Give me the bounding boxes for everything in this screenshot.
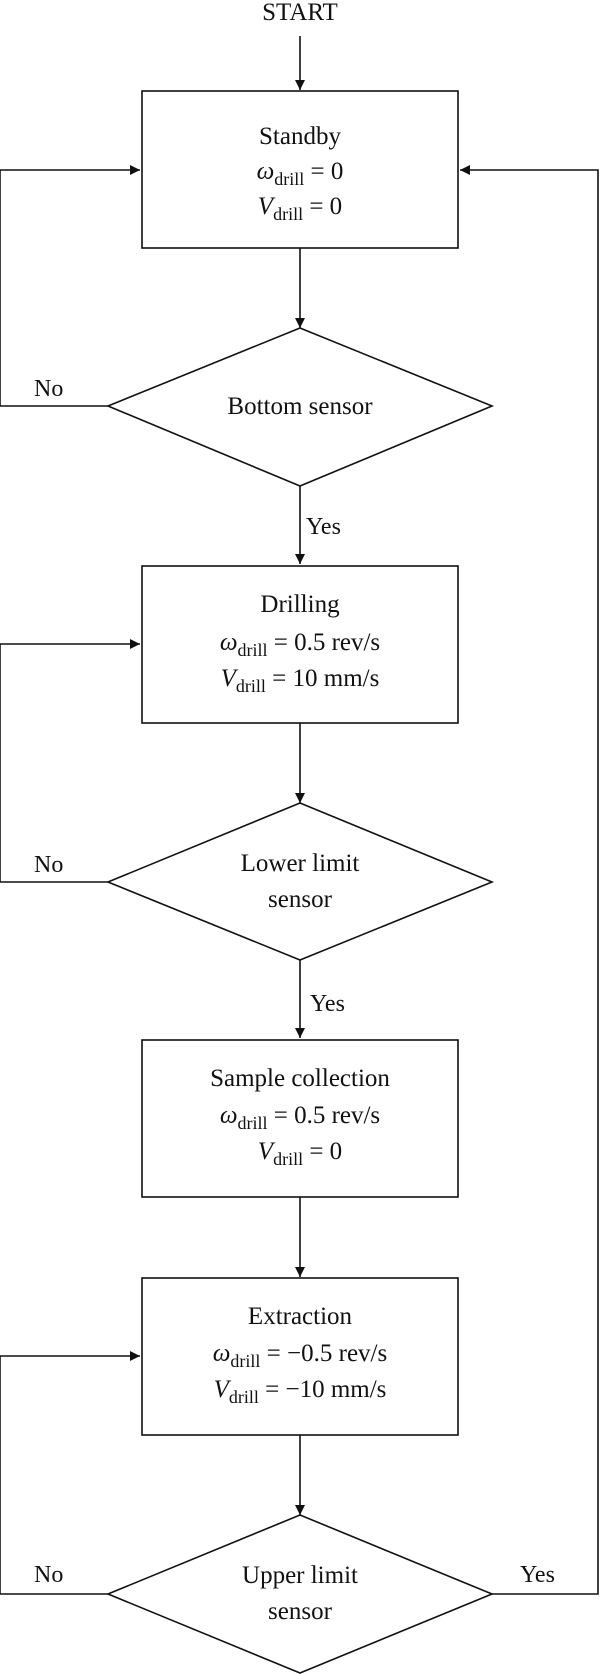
upper-limit-sensor-yes-label: Yes [520,1562,555,1588]
standby-velocity-equation: Vdrill = 0 [258,193,342,224]
upper-limit-no-loop-arrow [0,1351,140,1595]
standby-omega-equation: ωdrill = 0 [257,158,344,189]
extraction-velocity-equation: Vdrill = −10 mm/s [214,1376,387,1407]
bottom-sensor-yes-label: Yes [306,514,341,540]
upper-limit-sensor-label-line2: sensor [268,1598,333,1625]
upper-limit-sensor-decision [105,1514,495,1674]
drilling-velocity-equation: Vdrill = 10 mm/s [221,665,380,696]
lower-limit-sensor-label-line2: sensor [268,886,333,913]
extraction-box [141,1277,459,1436]
drilling-omega-equation: ωdrill = 0.5 rev/s [220,629,380,660]
lower-limit-sensor-no-label: No [34,852,63,878]
bottom-sensor-no-loop-arrow [0,165,140,407]
standby-box [141,90,459,249]
extraction-title: Extraction [248,1303,353,1330]
sample-collection-omega-equation: ωdrill = 0.5 rev/s [220,1102,380,1133]
lower-limit-sensor-yes-label: Yes [310,991,345,1017]
sample-collection-title: Sample collection [210,1065,390,1092]
upper-limit-yes-loop-arrow [460,165,599,1595]
lower-limit-sensor-decision [105,802,495,961]
drilling-box [141,565,459,724]
extraction-omega-equation: ωdrill = −0.5 rev/s [213,1340,387,1371]
upper-limit-sensor-label-line1: Upper limit [242,1562,358,1589]
sample-collection-velocity-equation: Vdrill = 0 [258,1138,342,1169]
bottom-sensor-label: Bottom sensor [227,393,373,420]
lower-limit-sensor-label-line1: Lower limit [241,850,360,877]
lower-limit-no-loop-arrow [0,639,140,883]
bottom-sensor-decision [105,327,495,487]
drilling-title: Drilling [260,591,340,618]
bottom-sensor-no-label: No [34,376,63,402]
upper-limit-sensor-no-label: No [34,1562,63,1588]
start-label: START [262,0,338,26]
standby-title: Standby [259,123,341,150]
sample-collection-box [141,1039,459,1198]
